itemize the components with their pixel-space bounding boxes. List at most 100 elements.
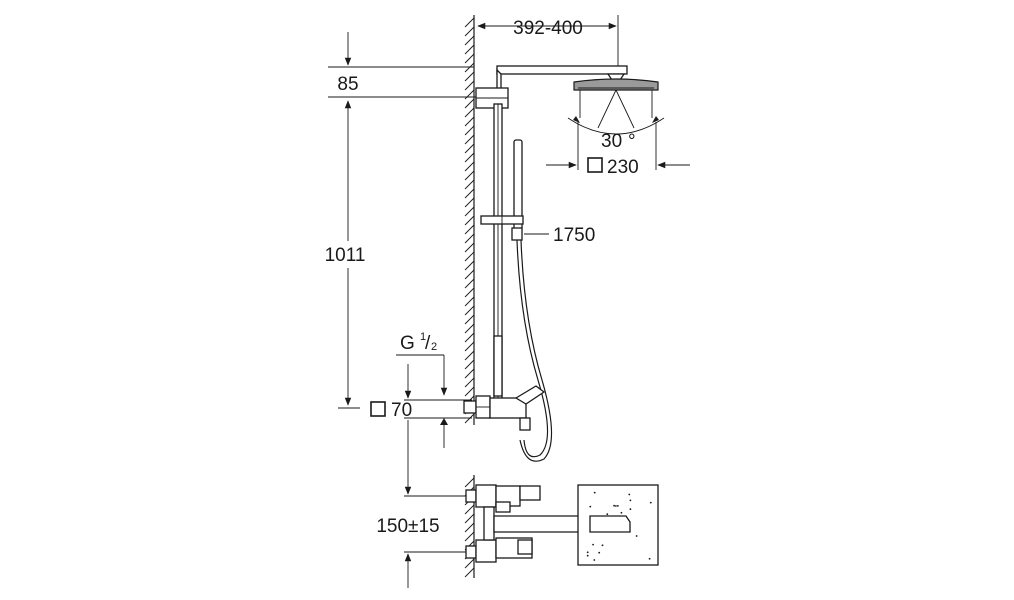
dimension-rail-height: 1011 xyxy=(325,100,366,409)
hatch-line xyxy=(464,62,475,73)
texture-dot xyxy=(589,505,592,508)
hatch-line xyxy=(464,89,475,100)
arm-reach-label: 392-400 xyxy=(513,18,583,39)
hatch-line xyxy=(464,197,475,208)
texture-dot xyxy=(613,504,615,507)
dimension-head-size: 230 xyxy=(546,122,690,178)
texture-dot xyxy=(635,535,638,537)
texture-dot xyxy=(598,551,601,554)
hatch-line xyxy=(464,188,475,199)
hatch-line xyxy=(464,359,475,370)
texture-dot xyxy=(620,511,623,514)
texture-dot xyxy=(593,559,596,561)
hatch-line xyxy=(464,53,475,64)
wall-plate-texture xyxy=(586,491,652,561)
hatch-line xyxy=(464,224,475,235)
hatch-line xyxy=(464,350,475,361)
texture-dot xyxy=(629,508,632,511)
mixer-valve-side-view xyxy=(463,385,546,431)
hatch-line xyxy=(464,323,475,334)
hatch-line xyxy=(464,386,475,397)
hatch-line xyxy=(464,107,475,118)
texture-dot xyxy=(615,505,617,507)
hatch-line xyxy=(464,35,475,46)
texture-dot xyxy=(593,491,596,494)
hatch-line xyxy=(464,558,475,569)
hatch-line xyxy=(464,170,475,181)
hatch-line xyxy=(464,44,475,55)
top-wall-bracket xyxy=(475,87,509,109)
hatch-line xyxy=(464,134,475,145)
texture-dot xyxy=(629,499,632,502)
dimension-centers: 150±15 xyxy=(376,420,478,588)
texture-dot xyxy=(586,554,589,557)
centers-label: 150±15 xyxy=(376,516,439,537)
hatch-line xyxy=(464,143,475,154)
hatch-line xyxy=(464,368,475,379)
wall-upper xyxy=(464,15,475,425)
spray-angle-unit: ° xyxy=(628,131,636,152)
hatch-line xyxy=(464,504,475,515)
hatch-line xyxy=(464,341,475,352)
dimension-top-offset: 85 xyxy=(328,32,478,98)
hatch-line xyxy=(464,531,475,542)
hatch-line xyxy=(464,215,475,226)
hose-length-label: 1750 xyxy=(553,225,595,246)
thread-numerator-label: 1 xyxy=(420,331,426,343)
mixer-size-label: 70 xyxy=(391,400,412,421)
texture-dot xyxy=(601,544,604,547)
rail-height-label: 1011 xyxy=(325,245,366,266)
texture-dot xyxy=(628,493,631,496)
hatch-line xyxy=(464,413,475,424)
hatch-line xyxy=(464,296,475,307)
wall-hatching-upper xyxy=(464,17,475,424)
texture-dot xyxy=(617,505,619,507)
head-shower: 30 ° xyxy=(567,73,665,152)
hatch-line xyxy=(464,567,475,578)
square-symbol-icon xyxy=(587,157,603,173)
hatch-line xyxy=(464,260,475,271)
dimension-thread: G 1 / 2 xyxy=(396,331,448,448)
dimension-arm-reach: 392-400 xyxy=(477,15,619,68)
hatch-line xyxy=(464,522,475,533)
square-symbol-icon xyxy=(370,401,386,417)
hatch-line xyxy=(464,314,475,325)
thread-main-label: G xyxy=(400,333,415,354)
thread-denominator-label: 2 xyxy=(431,341,437,353)
texture-dot xyxy=(592,543,594,546)
hatch-line xyxy=(464,251,475,262)
hatch-line xyxy=(464,278,475,289)
texture-dot xyxy=(648,557,651,560)
hatch-line xyxy=(464,71,475,82)
texture-dot xyxy=(586,551,589,554)
hatch-line xyxy=(464,287,475,298)
top-offset-label: 85 xyxy=(337,74,358,95)
svg-text:/: / xyxy=(425,333,431,354)
hatch-line xyxy=(464,17,475,28)
hatch-line xyxy=(464,206,475,217)
hatch-line xyxy=(464,98,475,109)
spray-angle-label: 30 xyxy=(601,131,622,152)
hatch-line xyxy=(464,161,475,172)
diverter-tube xyxy=(493,335,503,397)
hatch-line xyxy=(464,332,475,343)
hatch-line xyxy=(464,233,475,244)
texture-dot xyxy=(606,513,609,516)
hatch-line xyxy=(464,125,475,136)
hatch-line xyxy=(464,242,475,253)
dimension-mixer-size: 70 xyxy=(370,364,472,421)
hatch-line xyxy=(464,269,475,280)
hatch-line xyxy=(464,305,475,316)
hatch-line xyxy=(464,116,475,127)
shower-hose xyxy=(516,239,553,462)
hatch-line xyxy=(464,513,475,524)
hatch-line xyxy=(464,179,475,190)
hatch-line xyxy=(464,80,475,91)
hatch-line xyxy=(464,377,475,388)
head-size-label: 230 xyxy=(607,157,639,178)
texture-dot xyxy=(649,501,652,504)
hatch-line xyxy=(464,152,475,163)
hatch-line xyxy=(464,477,475,488)
dimension-hose-length: 1750 xyxy=(524,225,595,246)
